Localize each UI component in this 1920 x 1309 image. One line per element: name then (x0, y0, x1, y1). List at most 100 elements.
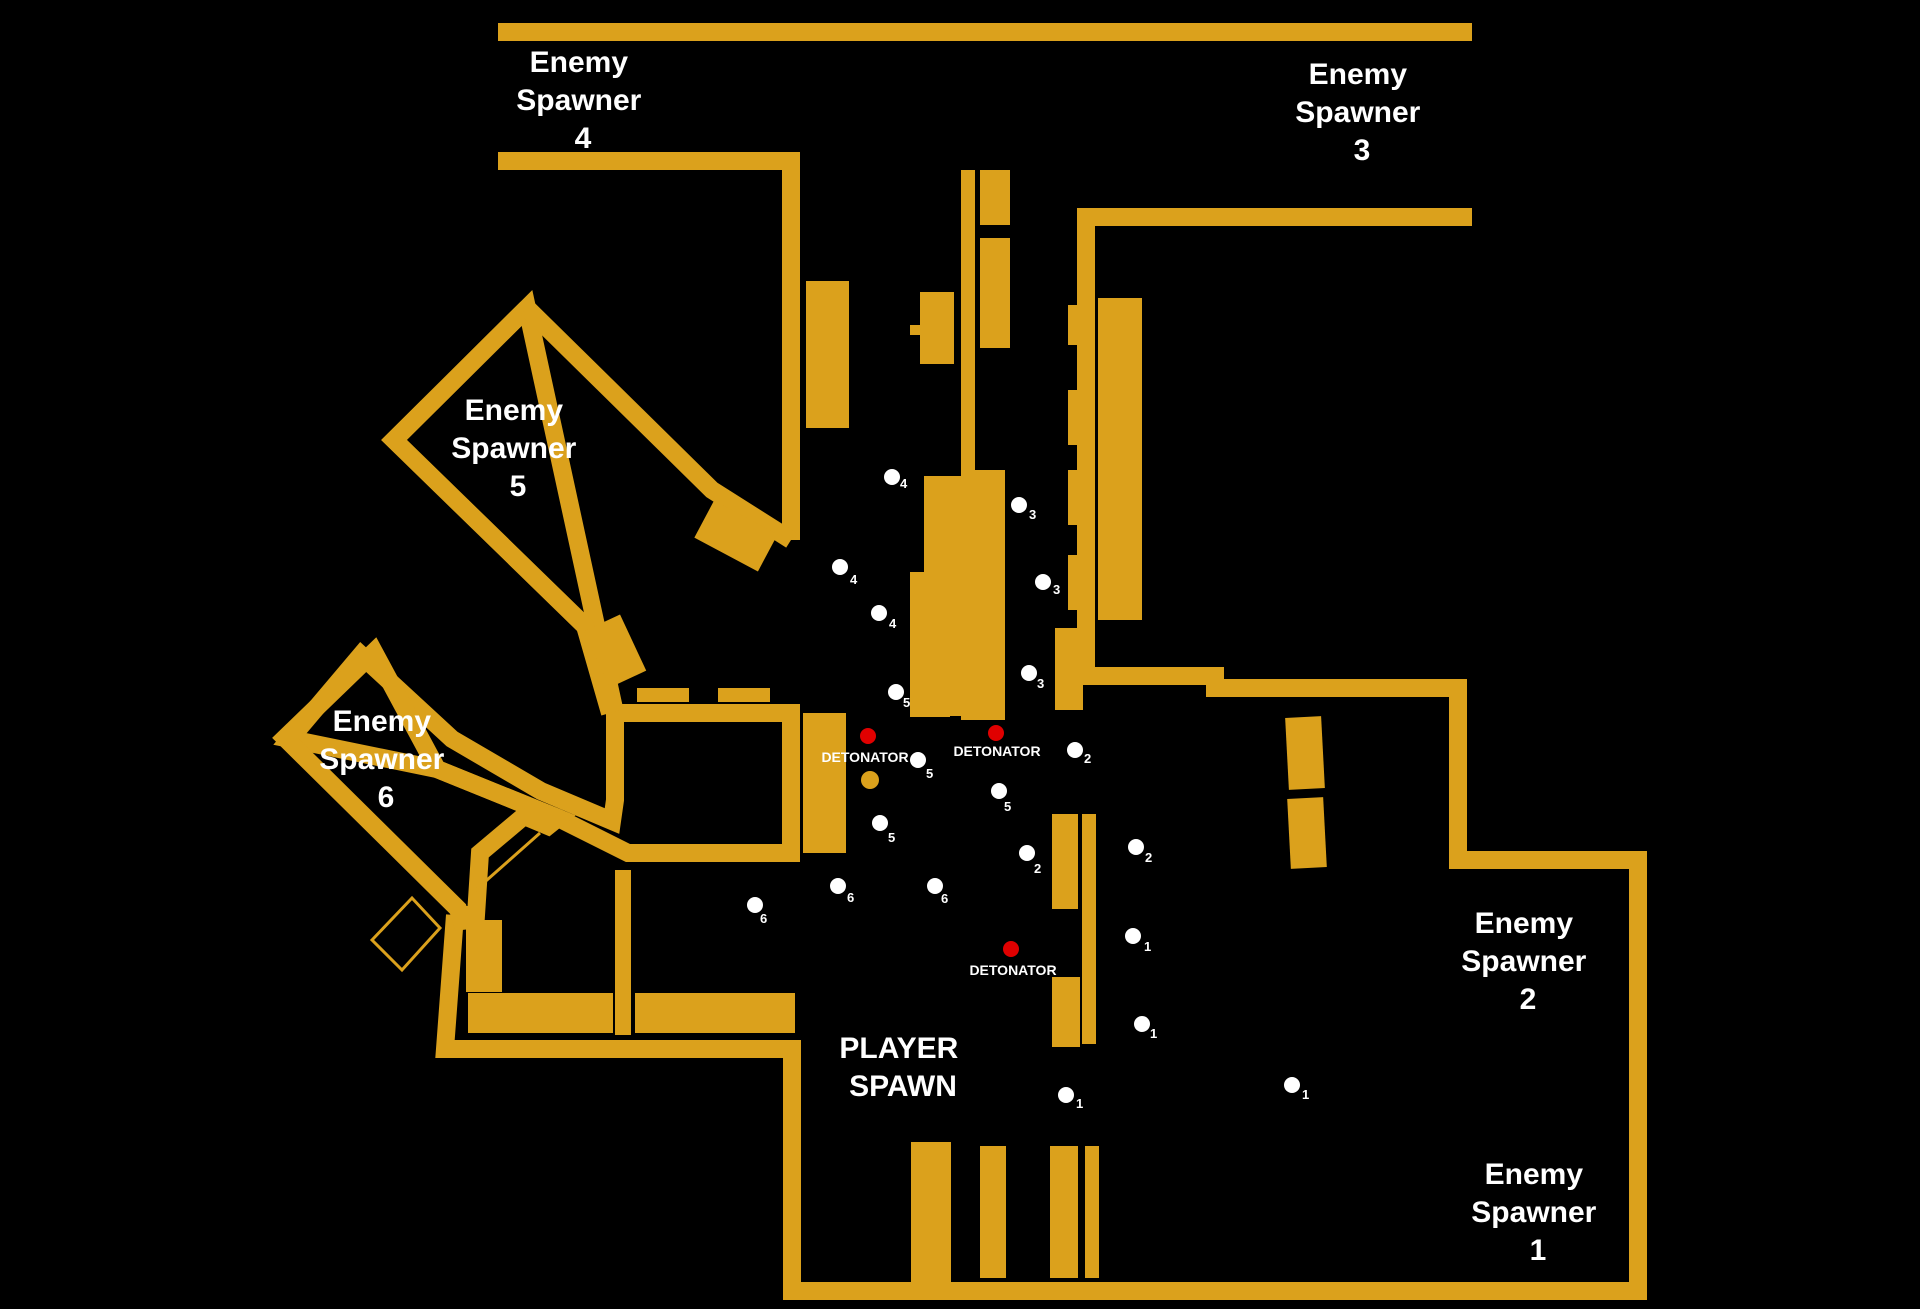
detonator-dot[interactable] (988, 725, 1004, 741)
waypoint-dot (832, 559, 848, 575)
waypoint-number: 3 (1053, 582, 1060, 597)
waypoint-marker: 5 (910, 752, 933, 781)
waypoint-marker: 3 (1035, 574, 1060, 597)
waypoint-dot (884, 469, 900, 485)
waypoint-dot (1035, 574, 1051, 590)
detonator-dot[interactable] (860, 728, 876, 744)
crate-stack (980, 1146, 1006, 1278)
spawner-3-label: Enemy Spawner 3 (1295, 58, 1428, 167)
crate-stack (1285, 716, 1325, 790)
waypoint-dot (747, 897, 763, 913)
waypoint-dot (872, 815, 888, 831)
crate (1068, 470, 1086, 525)
waypoint-marker: 5 (888, 684, 910, 710)
crate (1068, 305, 1086, 345)
waypoint-number: 5 (926, 766, 933, 781)
barrel (861, 771, 879, 789)
waypoint-dot (1128, 839, 1144, 855)
crate-stack (806, 281, 849, 428)
crate-stack (980, 238, 1010, 348)
detonator[interactable]: DETONATOR (969, 941, 1057, 978)
spawner-6-label: Enemy Spawner 6 (319, 705, 452, 814)
shelving (1098, 298, 1142, 620)
waypoint-dot (1058, 1087, 1074, 1103)
crate-stack (975, 470, 1005, 720)
waypoint-number: 6 (760, 911, 767, 926)
ramp (369, 895, 443, 973)
scaffold (961, 170, 975, 720)
waypoint-number: 1 (1150, 1026, 1157, 1041)
detonator[interactable]: DETONATOR (821, 728, 909, 765)
waypoint-dot (1134, 1016, 1150, 1032)
crate-stack (980, 170, 1010, 225)
walls (272, 23, 1647, 1300)
spawner-5-label: Enemy Spawner 5 (451, 394, 584, 503)
waypoint-marker: 6 (830, 878, 854, 905)
crate-row (468, 993, 613, 1033)
detonator-dot[interactable] (1003, 941, 1019, 957)
scaffold (615, 870, 631, 1035)
wall-spawner-4-corridor (498, 152, 800, 540)
waypoint-marker: 1 (1058, 1087, 1083, 1111)
waypoint-marker: 2 (1019, 845, 1041, 876)
detonator-label: DETONATOR (969, 962, 1056, 978)
crate (718, 688, 770, 702)
spawner-1-label: Enemy Spawner 1 (1471, 1158, 1604, 1267)
waypoint-marker: 5 (991, 783, 1011, 814)
waypoint-number: 2 (1034, 861, 1041, 876)
waypoint-number: 6 (847, 890, 854, 905)
crate-stack (1052, 977, 1080, 1047)
crate-stack (803, 713, 846, 853)
waypoint-dot (910, 752, 926, 768)
detonator[interactable]: DETONATOR (953, 725, 1041, 759)
waypoint-number: 1 (1144, 939, 1151, 954)
waypoint-dot (1019, 845, 1035, 861)
crate (1068, 390, 1086, 445)
wall-spawner-5-outer (381, 301, 619, 716)
crate (1068, 555, 1086, 610)
waypoint-marker: 4 (884, 469, 908, 491)
zone-labels: Enemy Spawner 4 Enemy Spawner 3 Enemy Sp… (319, 46, 1604, 1267)
wall-spawner-3-corridor (435, 208, 1647, 1300)
crate (637, 688, 689, 702)
crate-stack (920, 292, 954, 364)
detonator-label: DETONATOR (953, 743, 1040, 759)
waypoint-dot (927, 878, 943, 894)
crate-row (635, 993, 795, 1033)
crate (910, 325, 920, 335)
waypoint-number: 5 (1004, 799, 1011, 814)
waypoint-number: 2 (1084, 751, 1091, 766)
waypoint-dot (888, 684, 904, 700)
waypoint-number: 1 (1076, 1096, 1083, 1111)
scaffold (1085, 1146, 1099, 1278)
crate-stack (911, 1142, 951, 1282)
crate-stack (583, 614, 647, 688)
waypoint-marker: 2 (1067, 742, 1091, 766)
waypoint-dot (1021, 665, 1037, 681)
waypoint-marker: 4 (871, 605, 897, 631)
waypoint-number: 2 (1145, 850, 1152, 865)
waypoint-marker: 3 (1011, 497, 1036, 522)
waypoint-marker: 1 (1125, 928, 1151, 954)
waypoint-dot (1125, 928, 1141, 944)
crate-stack (910, 572, 950, 717)
waypoint-marker: 3 (1021, 665, 1044, 691)
crate-stack (694, 500, 778, 572)
waypoint-marker: 1 (1134, 1016, 1157, 1041)
crate (1055, 628, 1083, 710)
waypoint-number: 4 (850, 572, 858, 587)
crate-stack (466, 920, 502, 992)
detonator-label: DETONATOR (821, 749, 908, 765)
waypoint-markers: 4 4 4 3 3 3 5 5 5 5 2 2 2 6 6 6 1 1 1 1 (747, 469, 1309, 1111)
player-spawn-label: PLAYER SPAWN (839, 1032, 966, 1103)
wall-spawner-6-room (272, 637, 576, 931)
waypoint-marker: 1 (1284, 1077, 1309, 1102)
waypoint-number: 4 (900, 476, 908, 491)
crate-stack (1287, 797, 1327, 869)
crate-stack (1050, 1146, 1078, 1278)
waypoint-dot (1284, 1077, 1300, 1093)
waypoint-dot (1067, 742, 1083, 758)
crate-stack (1052, 814, 1078, 909)
waypoint-number: 3 (1029, 507, 1036, 522)
